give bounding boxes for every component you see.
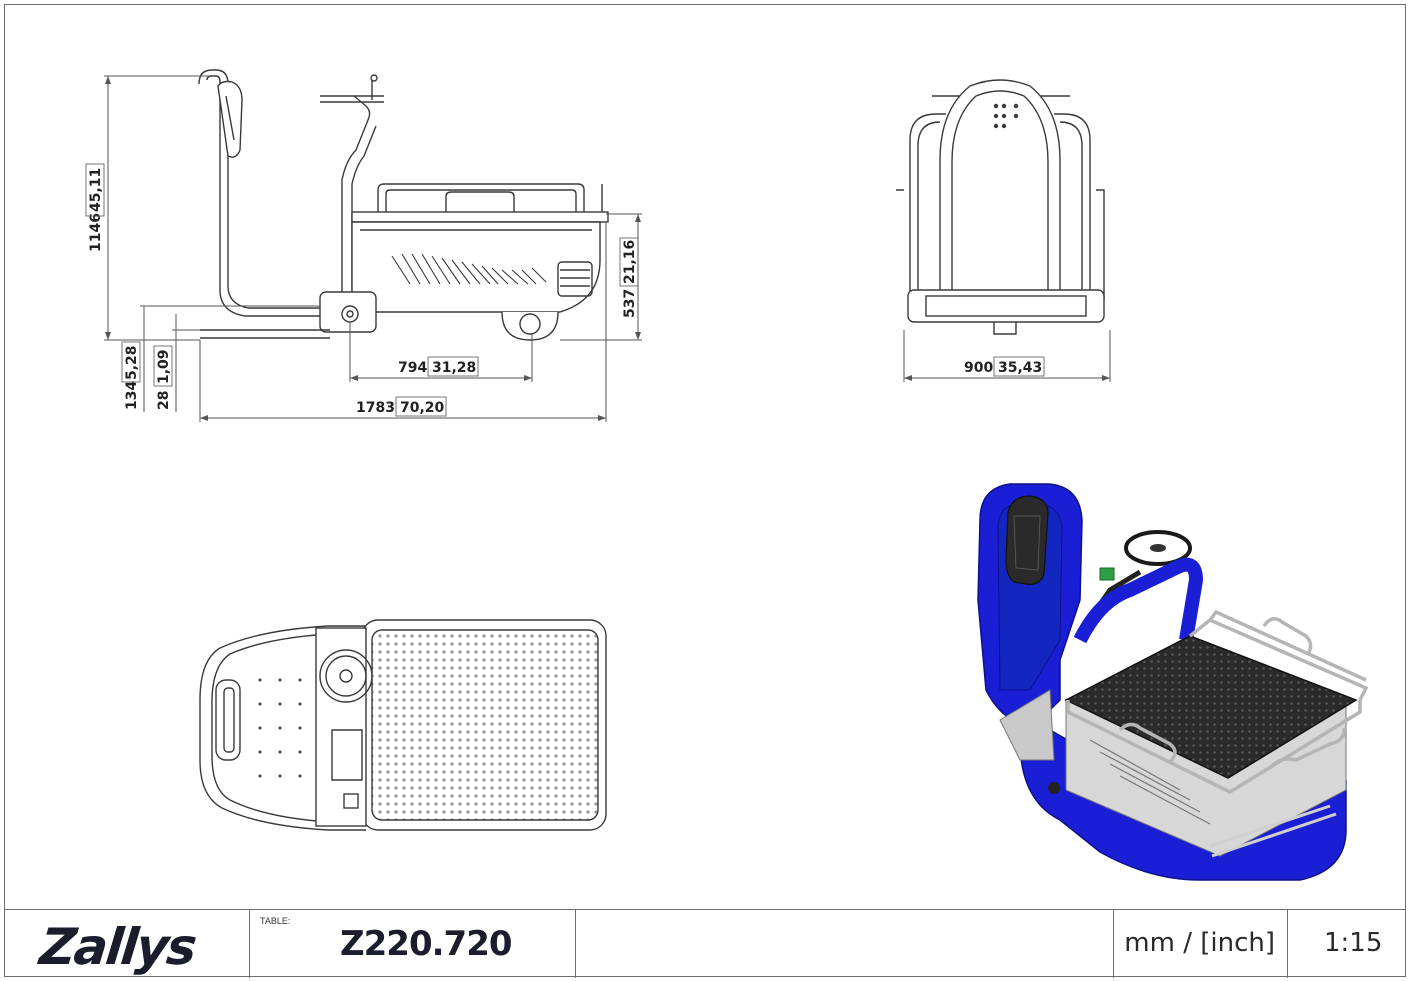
- dim-wheelbase: 794: [398, 360, 427, 376]
- table-value: Z220.720: [340, 924, 513, 964]
- dim-height-total: 1146: [88, 213, 104, 252]
- dim-deck-height: 537: [622, 289, 638, 318]
- dim-ground-clear: 134: [124, 381, 140, 410]
- brand-logo: Zallys: [36, 918, 198, 976]
- title-block-units-cell: mm / [inch]: [1114, 910, 1288, 978]
- dim-length-box: [395, 396, 447, 417]
- dim-width-box: [993, 356, 1045, 377]
- dim-width-in: 35,43: [998, 360, 1042, 376]
- dim-platform-height: 28: [156, 391, 172, 410]
- dim-ground-clear-box: [121, 341, 141, 383]
- units-label: mm / [inch]: [1124, 928, 1275, 958]
- title-block-logo-cell: Zallys: [4, 910, 250, 978]
- front-view: [896, 79, 1105, 335]
- sheet-border: [4, 4, 1406, 977]
- dim-deck-height-in: 21,16: [622, 240, 638, 284]
- dim-deck-height-box: [619, 237, 639, 287]
- dim-platform-height-in: 1,09: [156, 349, 172, 384]
- dim-height-total-in: 45,11: [88, 168, 104, 212]
- dim-width: 900: [964, 360, 993, 376]
- scale-label: 1:15: [1324, 928, 1383, 958]
- isometric-view: [977, 483, 1369, 881]
- table-label: TABLE:: [260, 916, 291, 926]
- title-block-blank-cell: [576, 910, 1114, 978]
- title-block-scale-cell: 1:15: [1288, 910, 1406, 978]
- dim-platform-height-box: [153, 345, 173, 387]
- top-view: [199, 619, 607, 831]
- dim-ground-clear-in: 5,28: [124, 345, 140, 380]
- dimension-arrows: [105, 76, 1110, 421]
- side-view: [198, 69, 609, 341]
- dim-height-total-box: [85, 163, 105, 217]
- dimension-labels: 1146 45,11 537 21,16 134 5,28 28 1,09 79…: [85, 163, 1045, 417]
- title-block: Zallys TABLE: Z220.720 mm / [inch] 1:15: [4, 909, 1406, 978]
- side-dimensions: [104, 75, 1111, 422]
- dim-length: 1783: [356, 400, 395, 416]
- dim-wheelbase-in: 31,28: [432, 360, 476, 376]
- title-block-table-cell: TABLE: Z220.720: [250, 910, 576, 978]
- dim-length-in: 70,20: [400, 400, 445, 416]
- side-vents: [391, 253, 547, 285]
- dim-wheelbase-box: [427, 356, 479, 377]
